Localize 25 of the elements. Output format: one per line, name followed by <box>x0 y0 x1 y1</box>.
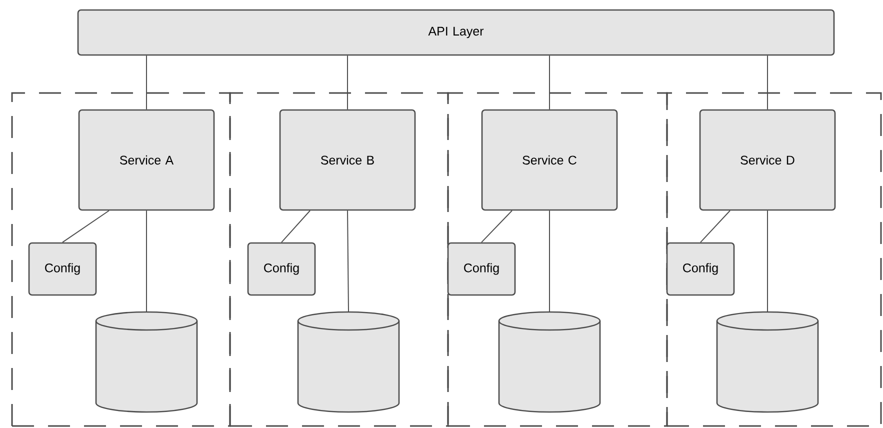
connector-line <box>700 210 731 243</box>
config-box: Config <box>447 242 516 296</box>
config-box: Config <box>247 242 316 296</box>
connector-line <box>146 55 147 110</box>
service-box: Service A <box>78 109 215 211</box>
config-box: Config <box>28 242 97 296</box>
connector-line <box>481 210 513 243</box>
connector-line <box>347 210 349 312</box>
connector-line <box>347 55 348 110</box>
config-box: Config <box>666 242 735 296</box>
service-box: Service D <box>699 109 836 211</box>
connector-line <box>767 55 768 110</box>
connector-line <box>767 210 768 312</box>
database-cylinder <box>498 311 601 413</box>
database-cylinder <box>95 311 198 413</box>
service-box: Service B <box>279 109 416 211</box>
database-cylinder <box>716 311 819 413</box>
database-cylinder <box>297 311 400 413</box>
service-box: Service C <box>481 109 618 211</box>
connector-line <box>281 210 311 243</box>
api-layer-bar: API Layer <box>77 9 835 56</box>
connector-line <box>549 55 550 110</box>
connector-line <box>146 210 147 312</box>
connector-line <box>549 210 550 312</box>
connector-line <box>62 210 110 243</box>
